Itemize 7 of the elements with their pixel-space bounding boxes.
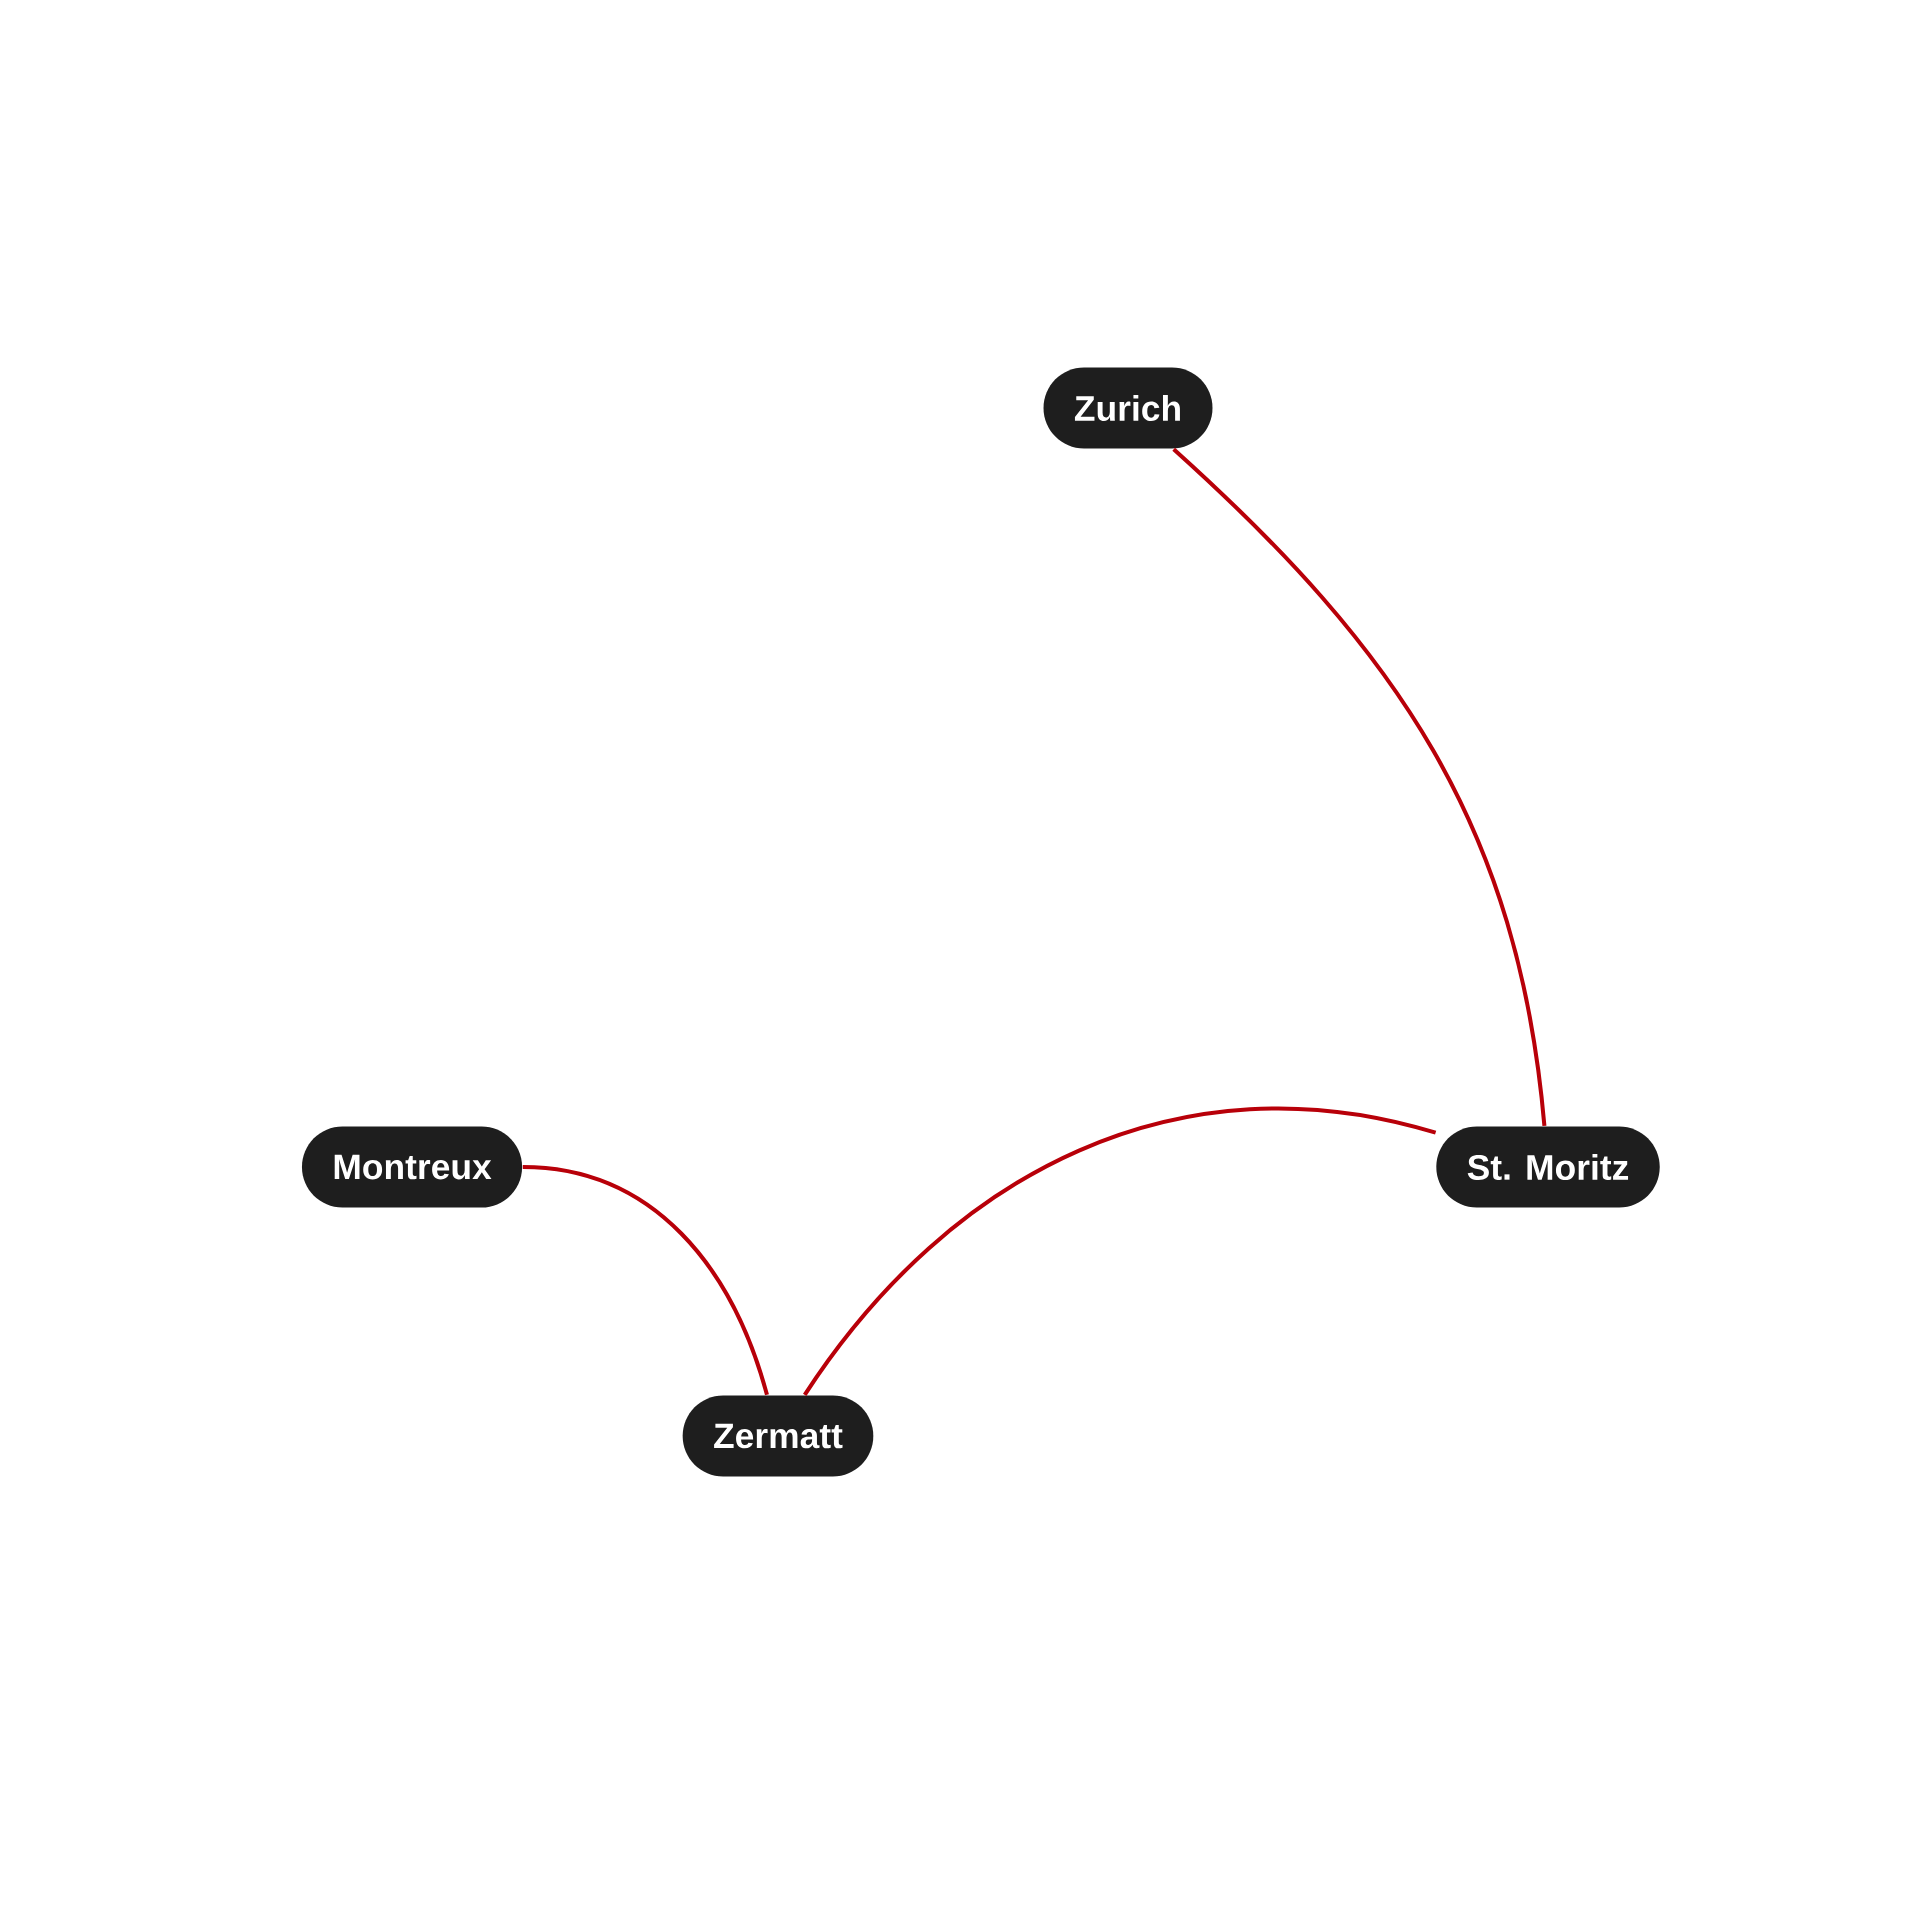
- connector-line: [1172, 447, 1547, 1127]
- connector-line: [803, 1107, 1437, 1396]
- city-box: Zermatt: [682, 1395, 874, 1477]
- city-box: Zurich: [1043, 367, 1213, 449]
- city-box: Montreux: [301, 1126, 523, 1208]
- connector-line: [522, 1164, 769, 1396]
- city-box: St. Moritz: [1436, 1126, 1660, 1208]
